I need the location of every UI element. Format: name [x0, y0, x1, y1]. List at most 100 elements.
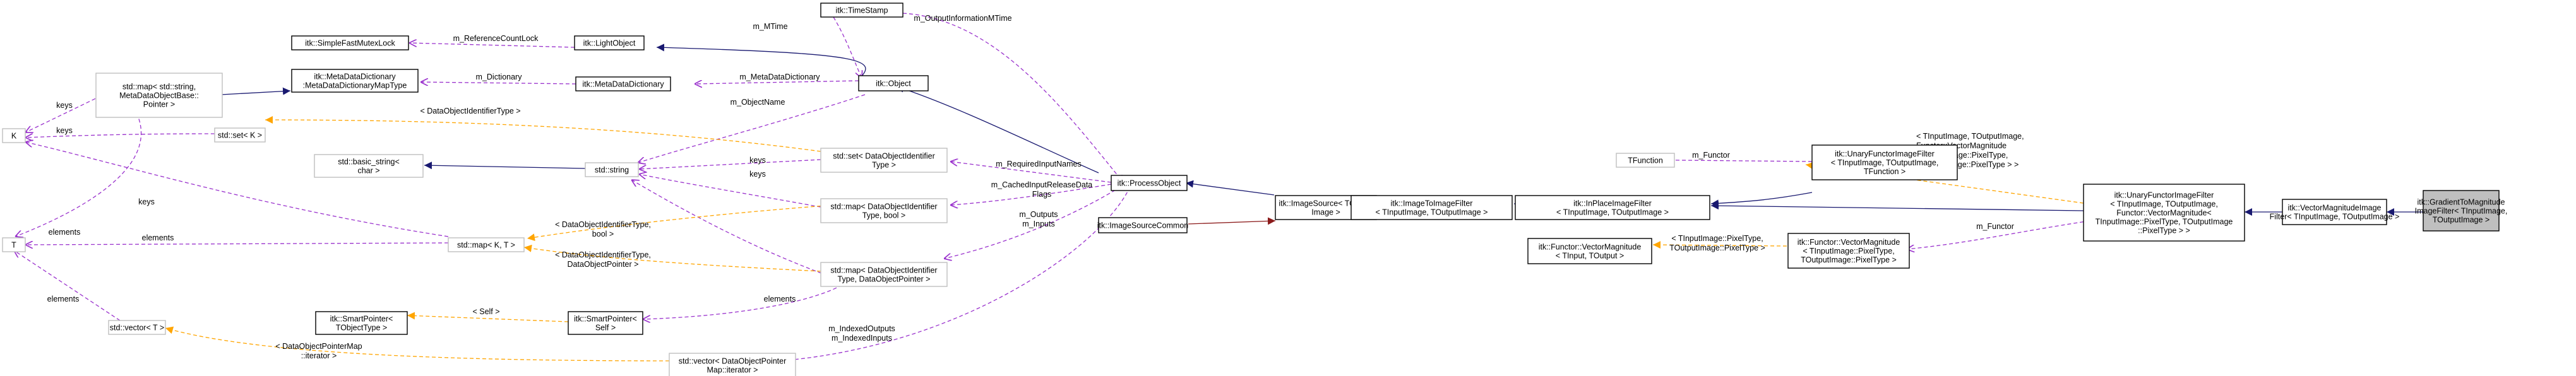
- class-node-label: < TInputImage, TOutputImage >: [1556, 208, 1669, 216]
- class-node-timestamp[interactable]: itk::TimeStamp: [820, 3, 903, 18]
- edge-K-to-set-K: [25, 133, 215, 138]
- class-node-box: [568, 311, 643, 335]
- edge-smartptr-tobj-to-smartptr-self: [407, 312, 569, 322]
- edge-K-to-map-string: [25, 95, 102, 132]
- class-node-label: K: [11, 131, 17, 140]
- class-node-smartptr-tobj[interactable]: itk::SmartPointer<TObjectType >: [315, 311, 408, 335]
- edge-label-line: DataObjectPointer >: [568, 260, 639, 269]
- class-node-label: itk::ImageSourceCommon: [1097, 221, 1189, 230]
- edge-label: m_Dictionary: [476, 73, 523, 81]
- class-node-label: itk::UnaryFunctorImageFilter: [2114, 191, 2214, 199]
- class-node-vector-T[interactable]: std::vector< T >: [108, 320, 166, 335]
- edge-map-to-metadict-maptype: [220, 87, 291, 95]
- class-node-map-K-T[interactable]: std::map< K, T >: [448, 237, 525, 252]
- class-node-box: [448, 237, 525, 252]
- class-node-set-K[interactable]: std::set< K >: [214, 127, 266, 143]
- edge-label: keys: [138, 197, 155, 206]
- class-node-box: [291, 35, 409, 50]
- class-node-vm-generic[interactable]: itk::Functor::VectorMagnitude< TInput, T…: [1527, 238, 1652, 264]
- edge-label: m_Functor: [1976, 222, 2014, 231]
- edge-label-line: < DataObjectIdentifierType,: [555, 250, 651, 259]
- edge-label: < Self >: [472, 307, 499, 316]
- class-node-vector-doptr[interactable]: std::vector< DataObjectPointerMap::itera…: [669, 353, 796, 376]
- edge-label: m_ReferenceCountLock: [453, 34, 539, 43]
- edge-label-line: < TInputImage, TOutputImage,: [1916, 132, 2024, 141]
- edge-vector-T-to-vector-doptr: [165, 326, 670, 361]
- edge-label: m_OutputInformationMTime: [914, 14, 1011, 23]
- edge-string-to-object: [638, 94, 866, 163]
- class-node-label: std::map< DataObjectIdentifier: [830, 202, 937, 211]
- class-node-metadict[interactable]: itk::MetaDataDictionary: [575, 76, 671, 91]
- class-node-lightobject[interactable]: itk::LightObject: [574, 35, 645, 50]
- edge-metadict-maptype-to-metadict: [420, 82, 576, 84]
- edge-label: m_Functor: [1692, 151, 1730, 160]
- edge-label: elements: [49, 228, 81, 237]
- class-node-map-string-metadata[interactable]: std::map< std::string,MetaDataObjectBase…: [95, 73, 223, 118]
- class-node-label: itk::MetaDataDictionary: [314, 72, 396, 81]
- edge-label: m_RequiredInputNames: [996, 160, 1082, 168]
- class-node-tfunction[interactable]: TFunction: [1616, 153, 1675, 168]
- class-node-vm-specific[interactable]: itk::Functor::VectorMagnitude< TInputIma…: [1787, 233, 1910, 269]
- class-node-label: < TInputImage, TOutputImage,: [2110, 199, 2218, 208]
- class-node-box: [820, 198, 948, 223]
- edge-object-to-processobject: [896, 85, 1099, 173]
- class-node-label: T: [11, 240, 16, 249]
- class-node-imagetoimage[interactable]: itk::ImageToImageFilter< TInputImage, TO…: [1351, 195, 1513, 220]
- class-node-label: :MetaDataDictionaryMapType: [303, 81, 407, 90]
- class-node-T[interactable]: T: [2, 237, 26, 252]
- class-node-box: [585, 162, 639, 177]
- class-node-unary-tfunc[interactable]: itk::UnaryFunctorImageFilter< TInputImag…: [1811, 144, 1958, 180]
- class-node-label: Map::iterator >: [707, 365, 758, 374]
- class-node-unary-vm[interactable]: itk::UnaryFunctorImageFilter< TInputImag…: [2083, 184, 2245, 242]
- edge-set-K-to-set-doid: [265, 116, 821, 152]
- edge-label: keys: [749, 170, 766, 179]
- edge-T-to-map-KT: [25, 243, 449, 245]
- edge-label: elements: [47, 295, 80, 303]
- class-node-processobject[interactable]: itk::ProcessObject: [1111, 175, 1188, 191]
- class-node-mutexlock[interactable]: itk::SimpleFastMutexLock: [291, 35, 409, 50]
- class-node-label: itk::VectorMagnitudeImage: [2288, 203, 2382, 212]
- edge-timestamp-to-object: [833, 16, 862, 78]
- class-node-label: itk::Object: [876, 79, 911, 88]
- class-node-label: Pointer >: [143, 100, 175, 109]
- edge-label: m_MTime: [753, 22, 787, 31]
- class-node-basic-string[interactable]: std::basic_string<char >: [314, 154, 424, 178]
- class-node-label: < TInputImage, TOutputImage >: [1376, 208, 1488, 216]
- class-node-box: [669, 353, 796, 376]
- class-node-box: [820, 3, 903, 18]
- class-node-box: [95, 73, 223, 118]
- class-node-map-doid-bool[interactable]: std::map< DataObjectIdentifierType, bool…: [820, 198, 948, 223]
- edge-label: < DataObjectIdentifierType,DataObjectPoi…: [555, 250, 651, 269]
- class-node-imagesourcecommon[interactable]: itk::ImageSourceCommon: [1097, 217, 1189, 233]
- class-node-box: [1111, 175, 1188, 191]
- edge-label-line: m_IndexedInputs: [832, 334, 892, 343]
- class-node-box: [1787, 233, 1910, 269]
- class-node-label: std::map< K, T >: [457, 240, 515, 249]
- class-node-smartptr-self[interactable]: itk::SmartPointer<Self >: [568, 311, 643, 335]
- class-node-label: itk::Functor::VectorMagnitude: [1539, 242, 1642, 251]
- class-node-label: itk::SmartPointer<: [574, 314, 637, 323]
- class-node-label: Type, DataObjectPointer >: [838, 274, 931, 283]
- class-node-label: std::set< DataObjectIdentifier: [833, 151, 935, 160]
- class-node-map-doid-ptr[interactable]: std::map< DataObjectIdentifierType, Data…: [820, 262, 948, 287]
- class-node-std-string[interactable]: std::string: [585, 162, 639, 177]
- class-node-metadict-maptype[interactable]: itk::MetaDataDictionary:MetaDataDictiona…: [291, 69, 419, 93]
- class-node-label: TFunction: [1628, 156, 1663, 165]
- class-node-label: itk::LightObject: [583, 38, 636, 47]
- class-node-inplace[interactable]: itk::InPlaceImageFilter< TInputImage, TO…: [1515, 195, 1710, 220]
- class-node-set-doid[interactable]: std::set< DataObjectIdentifierType >: [820, 148, 948, 173]
- class-node-box: [1351, 195, 1513, 220]
- class-node-label: itk::UnaryFunctorImageFilter: [1835, 150, 1935, 158]
- edge-label-line: < DataObjectPointerMap: [275, 342, 362, 351]
- class-node-object[interactable]: itk::Object: [858, 75, 929, 91]
- class-node-label: Type >: [872, 160, 896, 169]
- edge-timestamp-to-processobject: [902, 13, 1124, 183]
- edge-label: < DataObjectPointerMap::iterator >: [275, 342, 362, 360]
- edge-label: keys: [749, 156, 766, 165]
- class-node-K[interactable]: K: [2, 128, 26, 143]
